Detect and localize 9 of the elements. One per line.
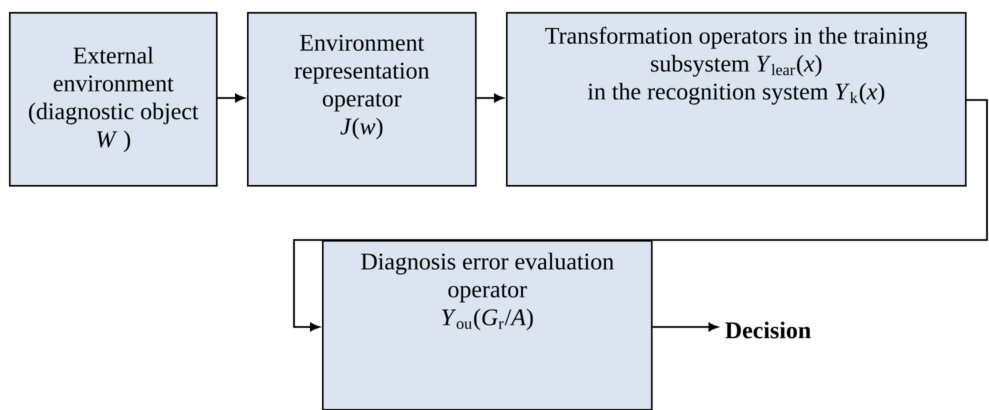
process-box: Environment representation operator J(w) <box>247 12 477 187</box>
output-label: Decision <box>725 322 811 338</box>
arrow <box>476 94 504 102</box>
process-box: External environment (diagnostic object W ) <box>9 12 218 187</box>
process-box: Diagnosis error evaluation operator Y$_{ou}$(G$_{r}$/A) <box>322 240 653 410</box>
process-box: Transformation operators in the training subsystem Y$_{lear}$(x) in the recognition system Y$_{k}$(x) <box>506 12 967 187</box>
arrow <box>218 94 245 102</box>
arrow <box>652 322 718 332</box>
arrow <box>293 99 988 332</box>
